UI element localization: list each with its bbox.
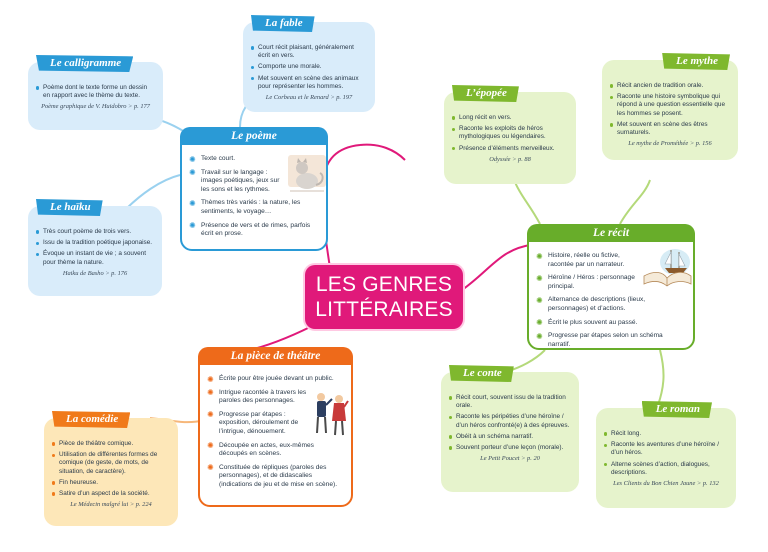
theatre-item: Découpée en actes, eux-mêmes découpés en… bbox=[207, 441, 343, 459]
haiku-item: Issu de la tradition poétique japonaise. bbox=[36, 239, 154, 247]
recit-list-wide: Alternance de descriptions (lieux, perso… bbox=[536, 296, 685, 349]
card-fable: La fable Court récit plaisant, généralem… bbox=[243, 15, 375, 112]
conte-item: Souvent porteur d’une leçon (morale). bbox=[449, 444, 571, 452]
mythe-title: Le mythe bbox=[662, 53, 730, 70]
conte-ref: Le Petit Poucet > p. 20 bbox=[480, 455, 540, 463]
comedie-item: Pièce de théâtre comique. bbox=[52, 440, 170, 448]
comedie-item: Satire d’un aspect de la société. bbox=[52, 490, 170, 498]
theatre-item: Intrigue racontée à travers les paroles … bbox=[207, 388, 310, 406]
fable-title: La fable bbox=[251, 15, 315, 32]
haiku-ref: Haiku de Basho > p. 176 bbox=[62, 269, 128, 277]
cat-illustration-icon bbox=[288, 155, 326, 192]
haiku-title: Le haïku bbox=[36, 199, 103, 216]
theatre-list-wide: Découpée en actes, eux-mêmes découpés en… bbox=[207, 441, 343, 490]
poeme-list-wide: Thèmes très variés : la nature, les sent… bbox=[189, 199, 318, 239]
fable-item: Met souvent en scène des animaux pour re… bbox=[251, 75, 367, 91]
recit-item: Histoire, réelle ou fictive, racontée pa… bbox=[536, 251, 645, 269]
link-recit-roman bbox=[657, 349, 665, 406]
card-epopee: L’épopée Long récit en vers. Raconte les… bbox=[444, 85, 576, 184]
mythe-item: Récit ancien de tradition orale. bbox=[610, 82, 730, 90]
mythe-item: Met souvent en scène des êtres surnature… bbox=[610, 121, 730, 137]
mythe-item: Raconte une histoire symbolique qui répo… bbox=[610, 93, 730, 118]
poeme-item: Présence de vers et de rimes, parfois éc… bbox=[189, 221, 318, 239]
conte-item: Raconte les péripéties d’une héroïne / d… bbox=[449, 413, 571, 429]
comedie-ref: Le Médecin malgré lui > p. 224 bbox=[70, 501, 152, 509]
poeme-title: Le poème bbox=[180, 127, 328, 145]
roman-title: Le roman bbox=[641, 401, 712, 418]
open-book-ship-icon bbox=[643, 249, 692, 287]
actors-illustration-icon bbox=[316, 393, 349, 436]
mythe-ref: Le mythe de Prométhée > p. 156 bbox=[628, 140, 712, 148]
central-title: LES GENRES LITTÉRAIRES bbox=[305, 265, 463, 329]
theatre-list-narrow: Intrigue racontée à travers les paroles … bbox=[207, 388, 310, 437]
recit-item: Alternance de descriptions (lieux, perso… bbox=[536, 296, 685, 313]
roman-item: Alterne scènes d’action, dialogues, desc… bbox=[604, 461, 728, 477]
comedie-item: Fin heureuse. bbox=[52, 479, 170, 487]
link-poeme-haiku bbox=[124, 174, 181, 211]
recit-item: Héroïne / Héros : personnage principal. bbox=[536, 274, 645, 291]
recit-list: Histoire, réelle ou fictive, racontée pa… bbox=[536, 251, 645, 291]
central-title-line1: LES GENRES bbox=[315, 273, 453, 296]
card-theatre: La pièce de théâtre Écrite pour être jou… bbox=[198, 347, 353, 507]
link-center-recit bbox=[461, 244, 531, 291]
poeme-item: Thèmes très variés : la nature, les sent… bbox=[189, 199, 318, 216]
roman-list: Récit long. Raconte les aventures d’une … bbox=[604, 430, 728, 477]
haiku-item: Évoque un instant de vie ; a souvent pou… bbox=[36, 250, 154, 266]
theatre-title: La pièce de théâtre bbox=[198, 347, 353, 365]
link-recit-mythe bbox=[619, 179, 651, 225]
theatre-list: Écrite pour être jouée devant un public. bbox=[207, 375, 343, 384]
card-haiku: Le haïku Très court poème de trois vers.… bbox=[28, 199, 162, 296]
conte-item: Obéit à un schéma narratif. bbox=[449, 433, 571, 441]
card-comedie: La comédie Pièce de théâtre comique. Uti… bbox=[44, 411, 178, 526]
fable-item: Comporte une morale. bbox=[251, 63, 367, 71]
conte-title: Le conte bbox=[449, 365, 514, 382]
card-poeme: Le poème Texte court. Travail sur le lan… bbox=[180, 127, 328, 251]
roman-item: Récit long. bbox=[604, 430, 728, 438]
card-mythe: Le mythe Récit ancien de tradition orale… bbox=[602, 53, 738, 160]
haiku-item: Très court poème de trois vers. bbox=[36, 228, 154, 236]
fable-ref: Le Corbeau et le Renard > p. 197 bbox=[265, 94, 353, 102]
epopee-item: Raconte les exploits de héros mythologiq… bbox=[452, 125, 568, 141]
haiku-list: Très court poème de trois vers. Issu de … bbox=[36, 228, 154, 267]
calligramme-list: Poème dont le texte forme un dessin en r… bbox=[36, 84, 155, 100]
recit-title: Le récit bbox=[527, 224, 695, 242]
epopee-item: Présence d’éléments merveilleux. bbox=[452, 145, 568, 153]
fable-item: Court récit plaisant, généralement écrit… bbox=[251, 44, 367, 60]
recit-item: Écrit le plus souvent au passé. bbox=[536, 318, 685, 328]
epopee-ref: Odyssée > p. 88 bbox=[489, 155, 531, 163]
conte-item: Récit court, souvent issu de la traditio… bbox=[449, 394, 571, 410]
theatre-item: Écrite pour être jouée devant un public. bbox=[207, 375, 343, 384]
conte-list: Récit court, souvent issu de la traditio… bbox=[449, 394, 571, 452]
link-recit-epopee bbox=[514, 181, 541, 225]
epopee-list: Long récit en vers. Raconte les exploits… bbox=[452, 114, 568, 153]
card-recit: Le récit Histoire, réelle ou fictive, ra… bbox=[527, 224, 695, 350]
epopee-title: L’épopée bbox=[452, 85, 519, 102]
recit-item: Progresse par étapes selon un schéma nar… bbox=[536, 332, 685, 349]
roman-ref: Les Clients du Bon Chien Jaune > p. 132 bbox=[613, 480, 719, 488]
comedie-list: Pièce de théâtre comique. Utilisation de… bbox=[52, 440, 170, 498]
fable-list: Court récit plaisant, généralement écrit… bbox=[251, 44, 367, 91]
poeme-item: Travail sur le langage : images poétique… bbox=[189, 168, 288, 195]
calligramme-item: Poème dont le texte forme un dessin en r… bbox=[36, 84, 155, 100]
card-calligramme: Le calligramme Poème dont le texte forme… bbox=[28, 55, 163, 130]
epopee-item: Long récit en vers. bbox=[452, 114, 568, 122]
calligramme-ref: Poème graphique de V. Huidobro > p. 177 bbox=[41, 103, 150, 111]
theatre-item: Progresse par étapes : exposition, dérou… bbox=[207, 410, 310, 437]
mythe-list: Récit ancien de tradition orale. Raconte… bbox=[610, 82, 730, 137]
calligramme-title: Le calligramme bbox=[36, 55, 134, 72]
poeme-item: Texte court. bbox=[189, 155, 288, 164]
comedie-title: La comédie bbox=[52, 411, 131, 428]
roman-item: Raconte les aventures d’une héroïne / d’… bbox=[604, 441, 728, 457]
card-roman: Le roman Récit long. Raconte les aventur… bbox=[596, 401, 736, 508]
theatre-item: Constituée de répliques (paroles des per… bbox=[207, 463, 343, 490]
poeme-list: Texte court. Travail sur le langage : im… bbox=[189, 155, 288, 195]
central-title-line2: LITTÉRAIRES bbox=[315, 298, 453, 321]
comedie-item: Utilisation de différentes formes de com… bbox=[52, 451, 170, 476]
card-conte: Le conte Récit court, souvent issu de la… bbox=[441, 365, 579, 492]
